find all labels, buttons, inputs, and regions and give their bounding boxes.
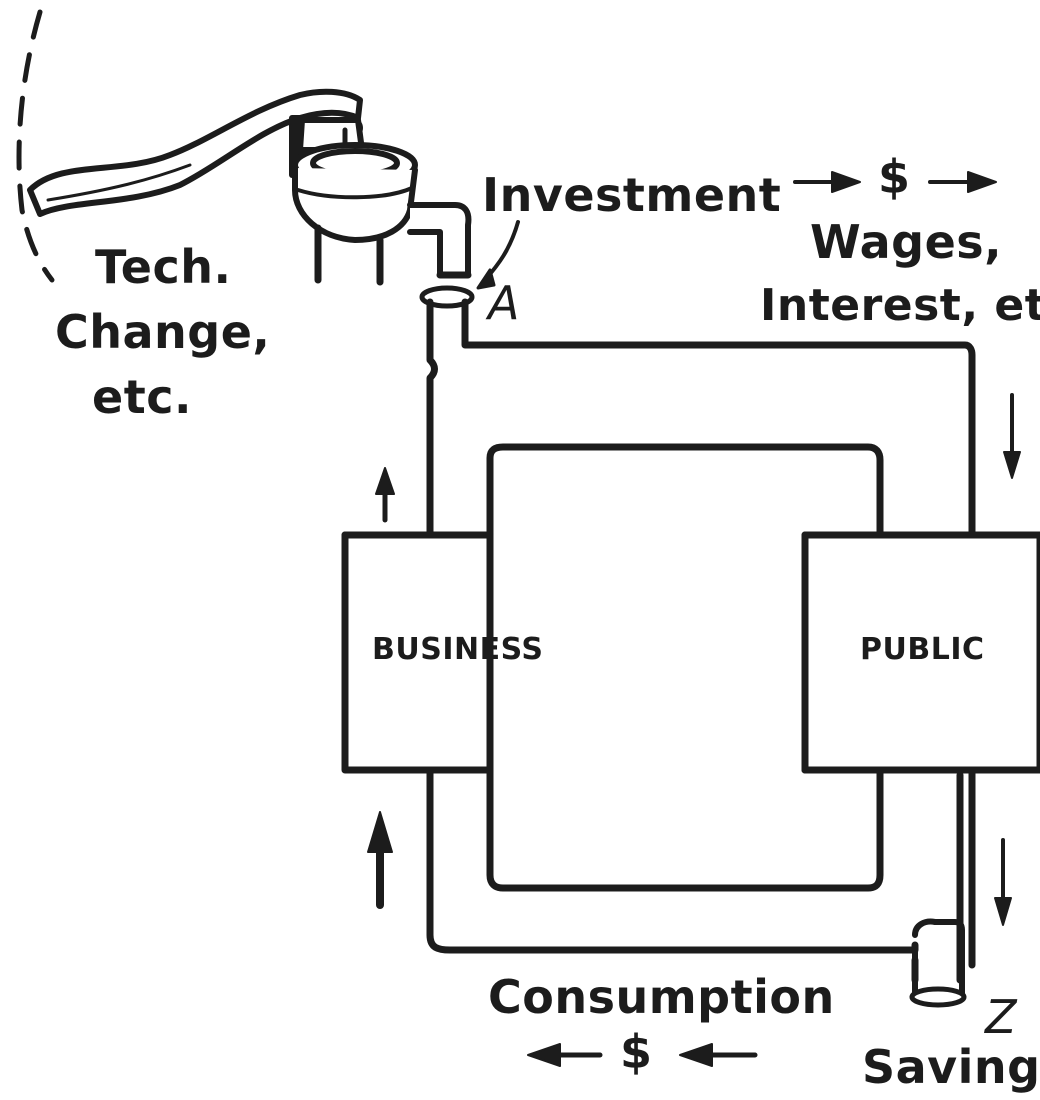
tech-change-label-line2: Change, bbox=[55, 305, 271, 359]
wages-label-line2: Interest, etc. bbox=[760, 280, 1040, 331]
money-flow-right-right-arrow-icon bbox=[928, 171, 997, 193]
investment-label: Investment bbox=[482, 168, 782, 222]
tech-change-label-line3: etc. bbox=[92, 370, 192, 424]
public-label: PUBLIC bbox=[860, 632, 985, 667]
inlet-funnel-a bbox=[419, 285, 475, 309]
saving-label: Saving bbox=[862, 1040, 1040, 1094]
point-a-label: A bbox=[488, 276, 520, 330]
dollar-bottom-label: $ bbox=[620, 1025, 653, 1079]
outlet-spout-z bbox=[912, 918, 965, 998]
dollar-top-label: $ bbox=[878, 150, 911, 204]
arrow-down-lower-icon bbox=[994, 838, 1012, 926]
wages-label-line1: Wages, bbox=[810, 215, 1003, 269]
arrow-up-upper-icon bbox=[375, 467, 395, 523]
business-box-outline bbox=[341, 531, 494, 774]
consumption-label: Consumption bbox=[488, 970, 835, 1024]
hand-pump-icon bbox=[27, 88, 472, 286]
money-flow-right-left-arrow-icon bbox=[793, 171, 861, 193]
money-flow-left-right-arrow-icon bbox=[679, 1043, 758, 1067]
money-flow-left-left-arrow-icon bbox=[527, 1043, 603, 1067]
business-label: BUSINESS bbox=[372, 632, 544, 667]
handle-swing-arc bbox=[16, 9, 55, 283]
tech-change-label-line1: Tech. bbox=[95, 240, 232, 294]
arrow-up-lower-icon bbox=[367, 811, 393, 909]
public-box-outline bbox=[801, 531, 1040, 774]
arrow-down-upper-icon bbox=[1003, 393, 1021, 479]
point-z-label: Z bbox=[985, 990, 1018, 1044]
outlet-opening-z bbox=[909, 986, 967, 1008]
